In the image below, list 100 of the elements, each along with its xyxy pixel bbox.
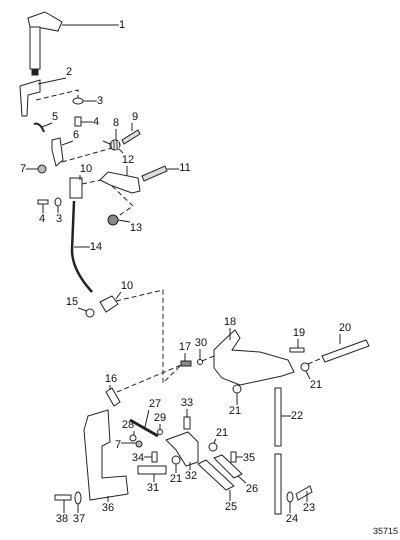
- washer: [74, 492, 82, 504]
- plate: [213, 454, 243, 479]
- leader-line: [236, 392, 238, 406]
- lever-part: [52, 137, 64, 167]
- leader-line: [214, 438, 216, 444]
- nut: [38, 164, 46, 174]
- pin: [184, 416, 190, 430]
- rod: [274, 388, 282, 514]
- callout-number: 21: [310, 379, 322, 391]
- callout-number: 3: [56, 213, 62, 225]
- bolt: [295, 485, 313, 501]
- screw: [230, 452, 236, 462]
- callout-number: 6: [72, 129, 80, 141]
- leader-line: [62, 140, 74, 146]
- callout-number: 14: [90, 241, 102, 253]
- callout-number: 11: [179, 162, 191, 174]
- leader-line: [78, 308, 88, 312]
- leader-line: [62, 24, 120, 26]
- leader-line: [126, 166, 128, 176]
- rod: [321, 339, 370, 363]
- callout-number: 21: [216, 427, 228, 439]
- threaded-stud: [141, 165, 168, 182]
- callout-number: 7: [20, 163, 26, 175]
- callout-number: 34: [132, 452, 144, 464]
- callout-number: 10: [80, 163, 92, 175]
- spring: [102, 140, 124, 154]
- leader-line: [238, 476, 246, 484]
- washer: [72, 98, 84, 104]
- nut: [232, 384, 242, 394]
- pin: [290, 348, 304, 352]
- bolt: [54, 494, 72, 500]
- assembly-line: [116, 289, 182, 384]
- washer: [197, 359, 203, 365]
- callout-number: 5: [52, 111, 58, 123]
- assembly-line: [62, 148, 112, 162]
- bracket-part: [214, 329, 295, 386]
- leader-line: [166, 168, 180, 170]
- shaft: [138, 466, 166, 474]
- arm-part: [99, 171, 141, 194]
- callout-number: 18: [224, 316, 236, 328]
- callout-number: 21: [228, 405, 242, 417]
- callout-number: 8: [112, 117, 120, 129]
- nut: [172, 456, 180, 464]
- nut: [136, 440, 142, 448]
- threaded-stud: [121, 129, 141, 145]
- handle-part: [27, 11, 63, 76]
- callout-number: 24: [286, 513, 298, 525]
- callout-number: 16: [104, 373, 118, 385]
- callout-number: 30: [194, 337, 208, 349]
- callout-number: 17: [178, 341, 192, 353]
- leader-line: [42, 122, 52, 128]
- assembly-line: [202, 356, 214, 362]
- leader-line: [120, 442, 136, 444]
- assembly-line: [82, 180, 102, 184]
- callout-number: 28: [122, 419, 134, 431]
- leader-line: [306, 490, 308, 502]
- callout-number: 9: [132, 111, 138, 123]
- leader-line: [74, 246, 90, 248]
- leader-line: [118, 220, 130, 222]
- callout-number: 36: [102, 502, 114, 514]
- sleeve: [105, 387, 121, 407]
- leader-line: [186, 408, 188, 418]
- leader-line: [184, 352, 186, 362]
- callout-number: 15: [66, 296, 78, 308]
- assembly-line: [36, 89, 78, 100]
- clip: [34, 122, 45, 132]
- leader-line: [38, 78, 66, 84]
- screw: [38, 200, 48, 204]
- lever-part: [19, 79, 40, 116]
- plate: [197, 459, 235, 491]
- leader-line: [82, 100, 98, 102]
- bolt: [74, 116, 82, 126]
- callout-number: 4: [92, 116, 100, 128]
- bolt: [86, 308, 94, 318]
- callout-number: 26: [246, 483, 258, 495]
- washer: [286, 492, 294, 502]
- leader-line: [116, 292, 122, 300]
- washer: [130, 434, 136, 442]
- washer: [157, 429, 163, 435]
- nut: [208, 442, 218, 452]
- leader-line: [42, 204, 44, 214]
- assembly-line: [112, 186, 134, 218]
- callout-number: 37: [72, 513, 86, 525]
- nut: [108, 214, 118, 226]
- callout-number: 27: [148, 398, 162, 410]
- callout-number: 4: [38, 213, 46, 225]
- callout-number: 7: [114, 439, 122, 451]
- drawing-number: 35715: [372, 526, 398, 536]
- leader-line: [236, 456, 244, 458]
- washer: [54, 198, 62, 206]
- assembly-line: [116, 364, 182, 392]
- callout-number: 19: [292, 327, 306, 339]
- callout-number: 22: [290, 410, 304, 422]
- callout-number: 33: [180, 397, 194, 409]
- bracket-part: [165, 431, 198, 467]
- leader-line: [306, 370, 310, 380]
- link-part: [99, 295, 119, 313]
- link-part: [70, 178, 82, 198]
- callout-number: 12: [122, 154, 134, 166]
- callout-number: 21: [170, 473, 182, 485]
